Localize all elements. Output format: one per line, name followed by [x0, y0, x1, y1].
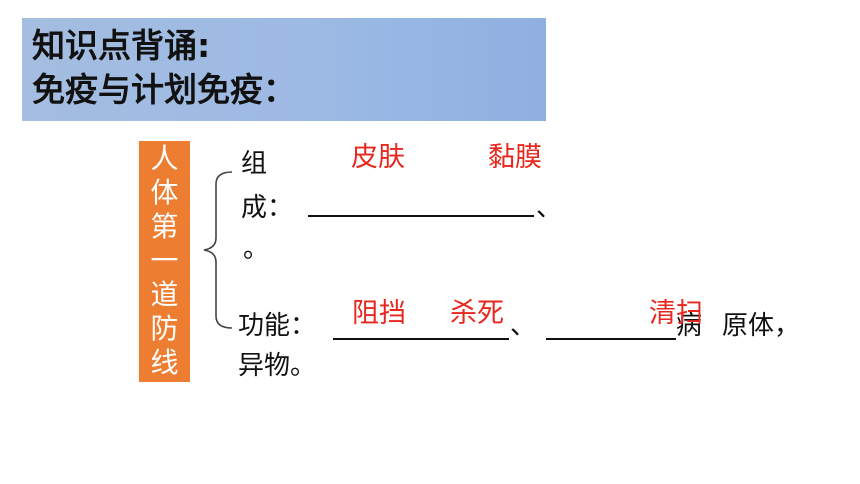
function-line2: 异物。: [238, 351, 317, 381]
function-tail-part1: 病: [676, 311, 703, 341]
answer-sweep: 清扫: [649, 298, 703, 329]
title-line-1: 知识点背诵:: [32, 26, 211, 65]
composition-end-mark: 。: [243, 234, 270, 264]
function-tail-part2: 原体，: [722, 311, 801, 341]
side-label-char: 线: [150, 346, 179, 379]
function-blank-2: [546, 338, 676, 340]
composition-label-part1: 组: [241, 149, 268, 179]
side-label-char: 人: [150, 142, 179, 175]
function-label: 功能：: [238, 311, 317, 341]
side-label-char: 一: [150, 244, 179, 277]
title-line-2: 免疫与计划免疫：: [32, 70, 296, 109]
composition-blank: [308, 215, 534, 217]
side-label-char: 第: [150, 210, 179, 243]
first-defense-label: 人 体 第 一 道 防 线: [139, 141, 190, 382]
side-label-char: 防: [150, 312, 179, 345]
curly-brace: [203, 171, 233, 329]
answer-skin: 皮肤: [351, 142, 405, 173]
composition-separator: 、: [536, 193, 563, 223]
answer-kill: 杀死: [450, 298, 504, 329]
function-blank-1: [333, 338, 509, 340]
side-label-char: 道: [150, 278, 179, 311]
title-banner: 知识点背诵: 免疫与计划免疫：: [22, 18, 546, 121]
side-label-char: 体: [150, 176, 179, 209]
function-separator: 、: [510, 311, 537, 341]
answer-block: 阻挡: [352, 298, 406, 329]
composition-label-part2: 成：: [241, 193, 294, 223]
answer-mucosa: 黏膜: [488, 142, 542, 173]
